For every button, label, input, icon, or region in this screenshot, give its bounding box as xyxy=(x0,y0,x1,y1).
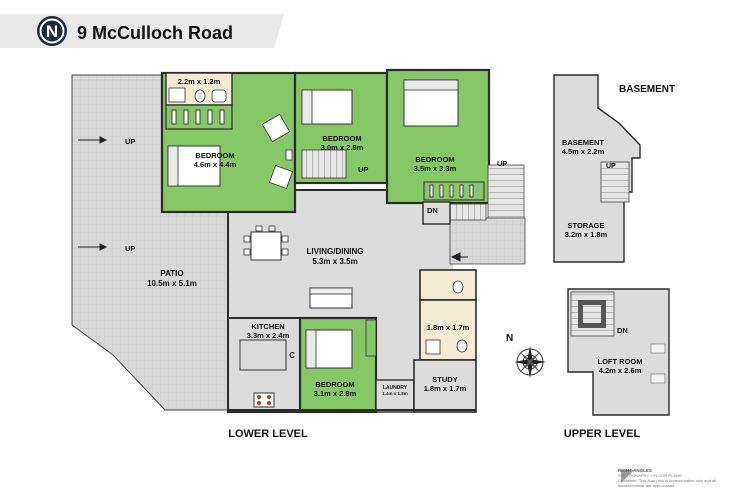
study-name: STUDY xyxy=(432,375,457,384)
external-stair xyxy=(487,164,525,221)
basement-plan: BASEMENT BASEMENT 4.5m x 2.2m UP STORAGE… xyxy=(553,74,675,263)
bedroom-3-dims: 3.5m x 3.3m xyxy=(414,164,457,173)
property-address: 9 McCulloch Road xyxy=(77,23,233,43)
study-dims: 1.8m x 1.7m xyxy=(424,384,467,393)
laundry-dims: 1.4m x 1.8m xyxy=(382,391,408,396)
cupboard-label: C xyxy=(289,351,295,360)
bedroom-main-dims: 4.6m x 4.4m xyxy=(194,160,237,169)
skylight-icon xyxy=(650,343,666,354)
basement-room-dims: 4.5m x 2.2m xyxy=(562,147,605,156)
lower-level-labels: 2.2m x 1.2m BEDROOM 4.6m x 4.4m BEDROOM … xyxy=(125,77,507,440)
basement-stair xyxy=(600,161,630,203)
patio-name: PATIO xyxy=(160,269,183,278)
basement-title: BASEMENT xyxy=(619,84,675,95)
living-dims: 5.3m x 3.5m xyxy=(312,257,357,266)
footer-subtitle: PHOTOGRAPHY + FLOOR PLANS xyxy=(618,473,682,478)
bedroom-4-dims: 3.1m x 2.8m xyxy=(314,389,357,398)
sink-icon xyxy=(211,89,227,103)
living-name: LIVING/DINING xyxy=(307,247,364,256)
shower-icon xyxy=(168,87,186,103)
deck-area xyxy=(449,217,526,265)
logo-icon xyxy=(621,470,634,483)
patio-dims: 10.5m x 5.1m xyxy=(147,279,197,288)
compass-letter: N xyxy=(506,333,513,344)
loft-dims: 4.2m x 2.6m xyxy=(599,366,642,375)
toilet-room xyxy=(419,269,477,301)
kitchen-island xyxy=(239,339,287,371)
north-badge-letter: N xyxy=(46,22,58,41)
kitchen-dims: 3.3m x 2.4m xyxy=(247,331,290,340)
lower-level-title: LOWER LEVEL xyxy=(228,428,308,440)
bedroom-main-name: BEDROOM xyxy=(195,151,234,160)
toilet-icon xyxy=(452,280,464,294)
stair-up-label: UP xyxy=(358,165,368,174)
study xyxy=(413,359,477,413)
stair-up-label: UP xyxy=(606,163,616,170)
compass-icon: N xyxy=(506,333,546,378)
stair-up-label: UP xyxy=(497,159,507,168)
internal-stair xyxy=(301,149,347,179)
upper-level-title: UPPER LEVEL xyxy=(564,428,641,440)
upper-level-plan: DN LOFT ROOM 4.2m x 2.6m UPPER LEVEL xyxy=(564,288,670,440)
dining-table-icon xyxy=(250,231,282,261)
footer-brand: RIGHT ANGLES xyxy=(618,468,652,473)
armchair-icon xyxy=(268,164,294,190)
storage-dims: 3.2m x 1.8m xyxy=(565,230,608,239)
stair-up-label: UP xyxy=(125,137,135,146)
cooktop-icon xyxy=(253,392,275,408)
basement-room-name: BASEMENT xyxy=(562,138,605,147)
footer-disclaimer: Disclaimer: This floor plan is represent… xyxy=(618,478,716,488)
bedroom-4-name: BEDROOM xyxy=(315,380,354,389)
storage-name: STORAGE xyxy=(568,221,605,230)
stair-dn-label: DN xyxy=(427,206,438,215)
header: N 9 McCulloch Road xyxy=(0,14,284,48)
armchair-icon xyxy=(261,113,291,143)
toilet-icon xyxy=(194,89,206,103)
bedroom-2-dims: 3.0m x 2.8m xyxy=(321,143,364,152)
bedroom-2-name: BEDROOM xyxy=(322,134,361,143)
kitchen-name: KITCHEN xyxy=(251,322,284,331)
shower-icon xyxy=(425,339,441,355)
skylight-icon xyxy=(650,373,666,384)
bathroom-right-dims: 1.8m x 1.7m xyxy=(427,323,470,332)
stair-dn-label: DN xyxy=(617,326,628,335)
bathroom-top-dims: 2.2m x 1.2m xyxy=(178,77,221,86)
loft-name: LOFT ROOM xyxy=(598,357,643,366)
footer-credit: RIGHT ANGLES PHOTOGRAPHY + FLOOR PLANS D… xyxy=(618,468,736,488)
stair-up-label: UP xyxy=(125,244,135,253)
bedroom-3-name: BEDROOM xyxy=(415,155,454,164)
laundry-name: LAUNDRY xyxy=(383,385,408,391)
